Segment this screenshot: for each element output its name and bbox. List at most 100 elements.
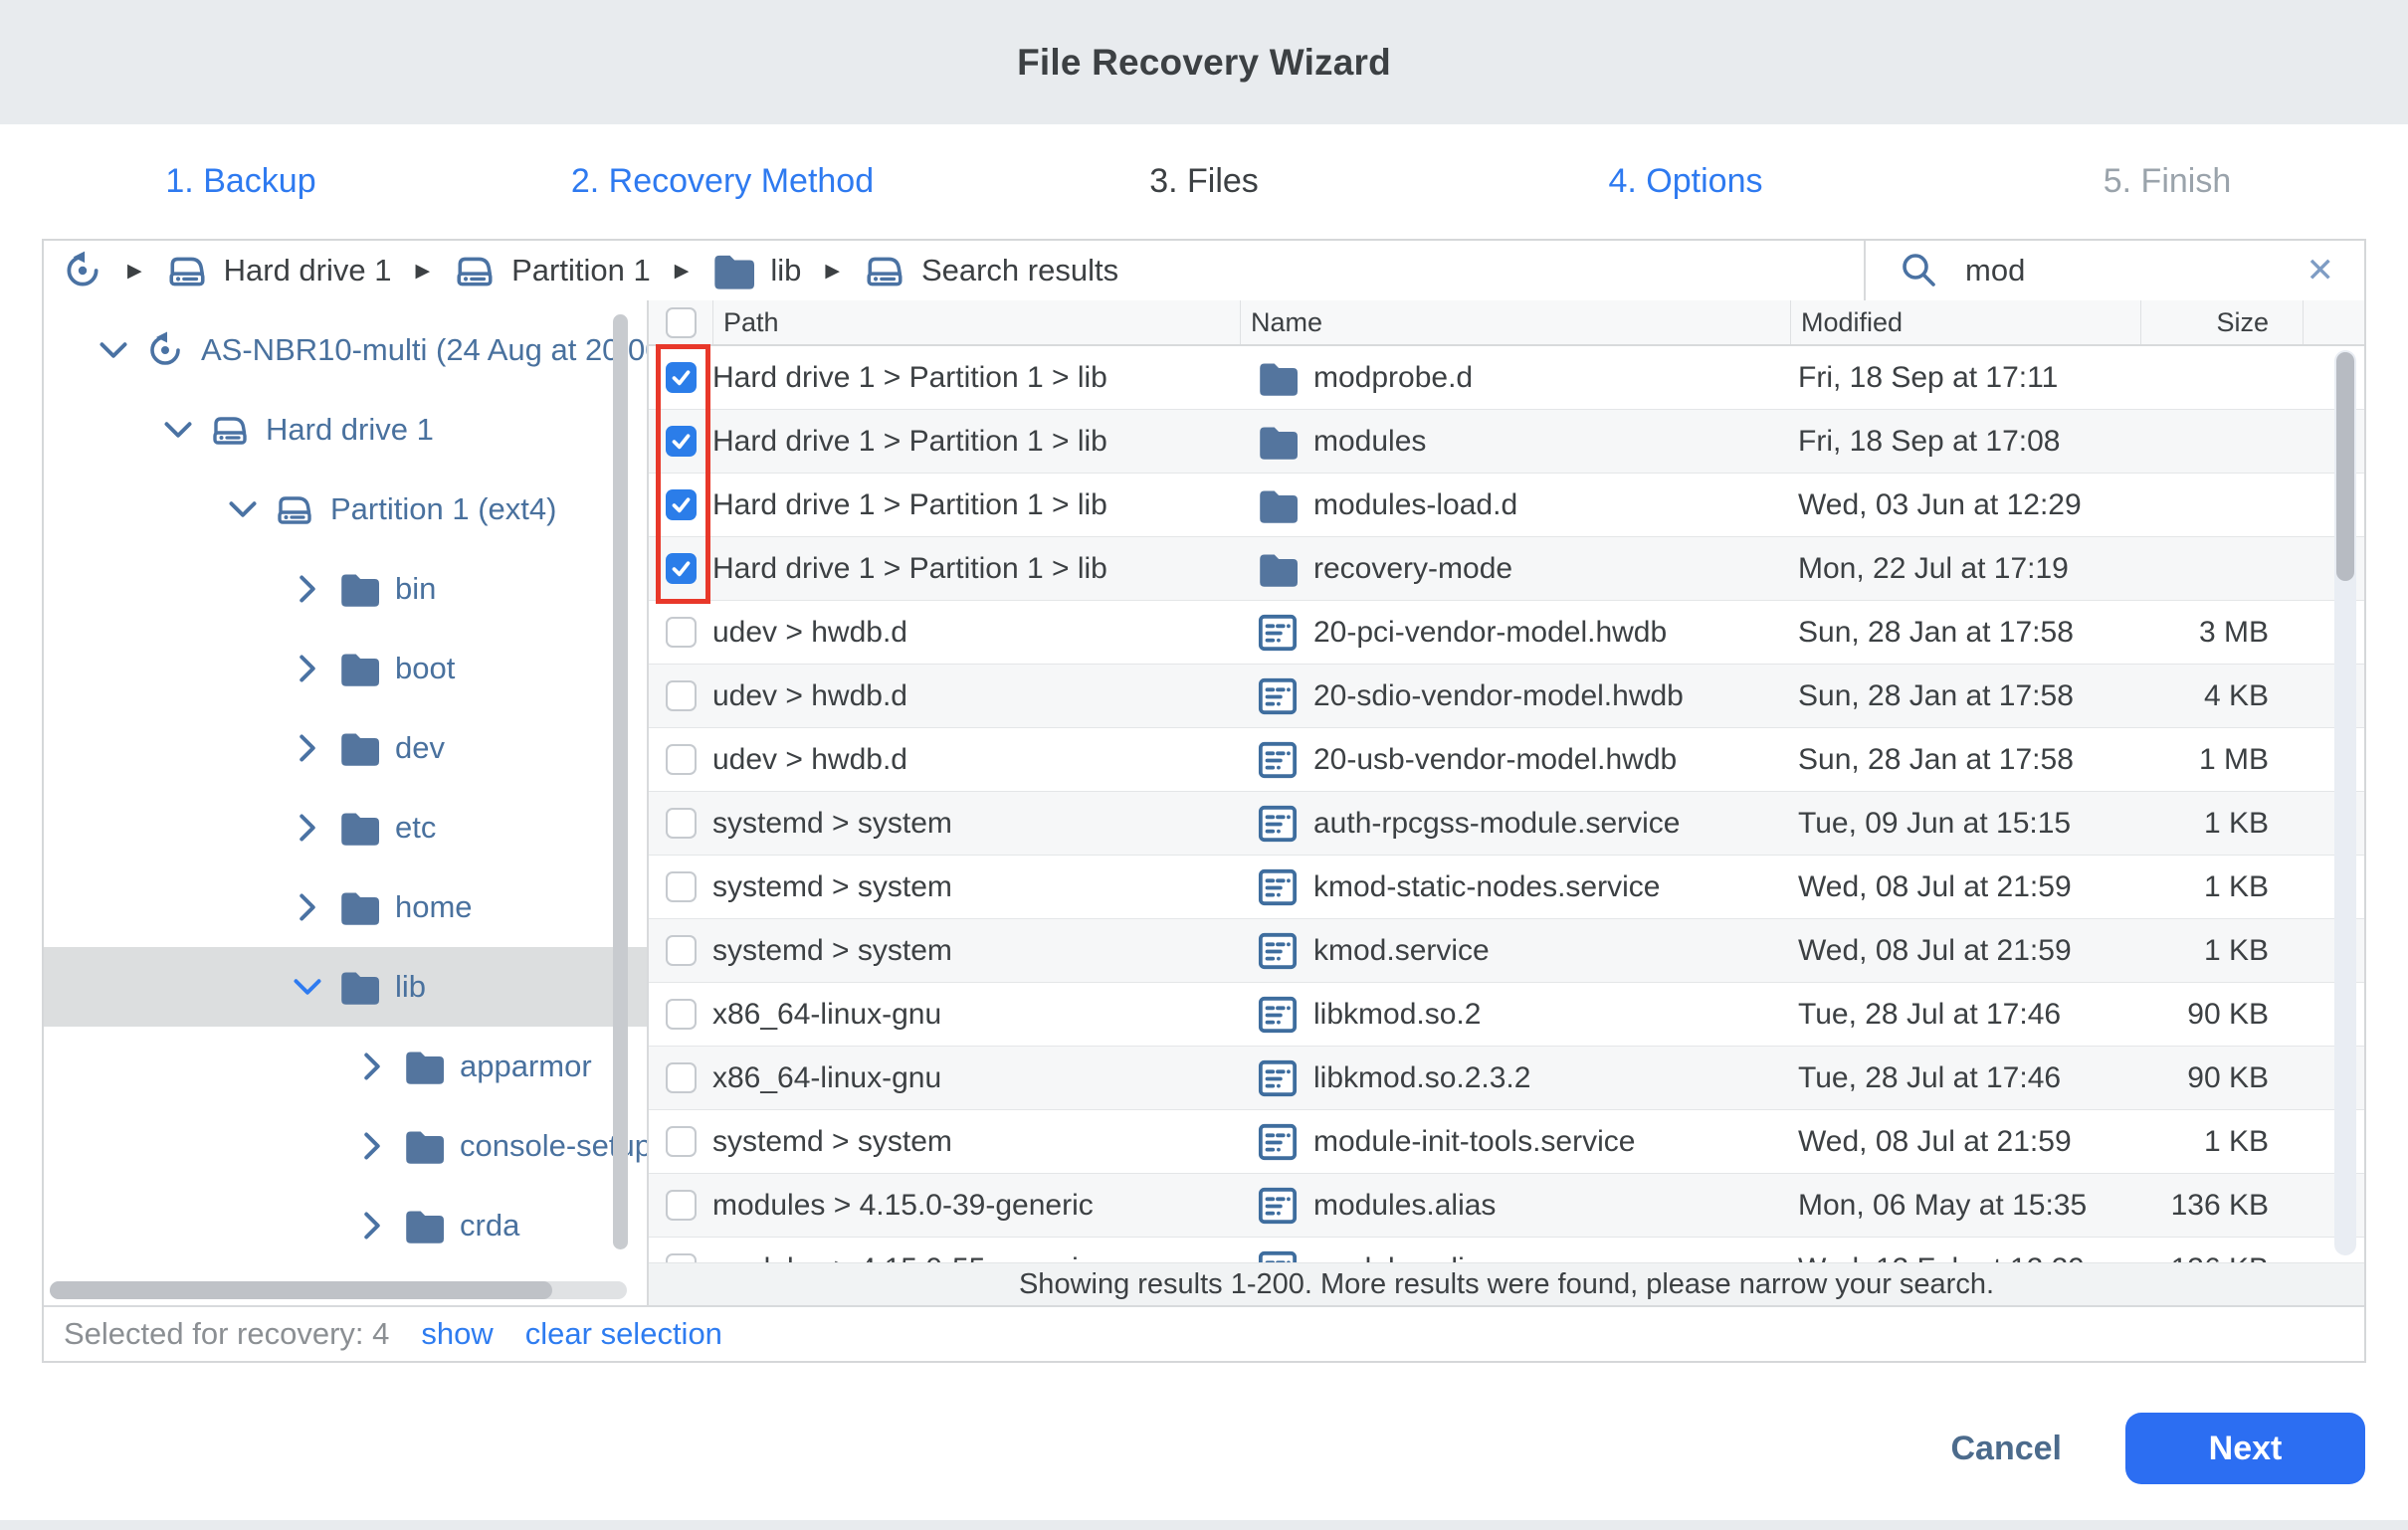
row-checkbox-checked[interactable] xyxy=(665,426,697,457)
search-input[interactable]: mod xyxy=(1965,253,2026,287)
tree-horizontal-scrollbar[interactable] xyxy=(50,1281,627,1299)
tree-item-hard-drive-1[interactable]: Hard drive 1 xyxy=(44,390,647,470)
table-vertical-scrollbar[interactable] xyxy=(2334,350,2356,1255)
chevron-right-icon[interactable] xyxy=(354,1052,390,1081)
breadcrumb-item-backup[interactable] xyxy=(62,250,103,291)
row-name: modules.alias xyxy=(1313,1252,1496,1264)
row-name: 20-usb-vendor-model.hwdb xyxy=(1313,742,1678,776)
breadcrumb-item-partition-1[interactable]: Partition 1 xyxy=(454,252,651,289)
row-checkbox-unchecked[interactable] xyxy=(665,808,697,839)
chevron-right-icon[interactable] xyxy=(354,1211,390,1241)
file-icon xyxy=(1258,740,1298,780)
row-checkbox-cell xyxy=(649,935,712,966)
table-vertical-scrollbar-thumb[interactable] xyxy=(2336,352,2354,581)
row-checkbox-cell xyxy=(649,553,712,584)
cancel-button[interactable]: Cancel xyxy=(1950,1429,2063,1467)
breadcrumb-arrow-icon: ▶ xyxy=(674,260,690,282)
tree-item-label: etc xyxy=(395,810,437,845)
breadcrumb-item-search-results[interactable]: Search results xyxy=(864,252,1118,289)
row-name-cell: 20-usb-vendor-model.hwdb xyxy=(1240,740,1790,780)
breadcrumb-item-hard-drive-1[interactable]: Hard drive 1 xyxy=(166,252,391,289)
breadcrumb-item-lib[interactable]: lib xyxy=(712,252,801,289)
chevron-down-icon[interactable] xyxy=(290,974,325,1000)
tree-item-console-setup[interactable]: console-setup xyxy=(44,1106,647,1186)
tree-item-crda[interactable]: crda xyxy=(44,1186,647,1265)
chevron-right-icon[interactable] xyxy=(290,892,325,922)
chevron-right-icon[interactable] xyxy=(290,733,325,763)
row-name-cell: libkmod.so.2 xyxy=(1240,995,1790,1035)
row-checkbox-unchecked[interactable] xyxy=(665,617,697,648)
wizard-step-3[interactable]: 3. Files xyxy=(1149,162,1259,200)
column-header-path[interactable]: Path xyxy=(712,300,1240,344)
column-header-size[interactable]: Size xyxy=(2140,300,2303,344)
chevron-down-icon[interactable] xyxy=(160,417,196,443)
show-selection-link[interactable]: show xyxy=(421,1316,494,1351)
column-header-name[interactable]: Name xyxy=(1240,300,1790,344)
row-size: 1 KB xyxy=(2203,869,2269,903)
file-icon xyxy=(1258,995,1298,1035)
row-checkbox-checked[interactable] xyxy=(665,553,697,584)
chevron-right-icon[interactable] xyxy=(354,1131,390,1161)
chevron-down-icon[interactable] xyxy=(96,337,131,363)
tree-vertical-scrollbar[interactable] xyxy=(613,314,628,1249)
tree-item-apparmor[interactable]: apparmor xyxy=(44,1027,647,1106)
tree-horizontal-scrollbar-thumb[interactable] xyxy=(50,1281,552,1299)
tree-item-home[interactable]: home xyxy=(44,867,647,947)
row-checkbox-unchecked[interactable] xyxy=(665,1190,697,1221)
column-header-modified[interactable]: Modified xyxy=(1790,300,2140,344)
row-path: Hard drive 1 > Partition 1 > lib xyxy=(712,360,1107,394)
tree-item-boot[interactable]: boot xyxy=(44,629,647,708)
row-path: systemd > system xyxy=(712,806,952,840)
tree-item-lib[interactable]: lib xyxy=(44,947,647,1027)
folder-icon xyxy=(404,1049,444,1084)
row-checkbox-unchecked[interactable] xyxy=(665,744,697,775)
row-checkbox-unchecked[interactable] xyxy=(665,680,697,711)
row-checkbox-unchecked[interactable] xyxy=(665,1126,697,1157)
next-button[interactable]: Next xyxy=(2125,1413,2365,1484)
chevron-right-icon[interactable] xyxy=(290,813,325,843)
row-modified: Fri, 18 Sep at 17:11 xyxy=(1798,360,2059,394)
wizard-step-4[interactable]: 4. Options xyxy=(1608,162,1763,200)
row-modified: Wed, 03 Jun at 12:29 xyxy=(1798,487,2082,521)
row-checkbox-unchecked[interactable] xyxy=(665,999,697,1030)
select-all-header-cell[interactable] xyxy=(649,300,712,344)
row-checkbox-checked[interactable] xyxy=(665,489,697,520)
row-checkbox-unchecked[interactable] xyxy=(665,871,697,902)
tree-item-label: Hard drive 1 xyxy=(266,412,434,447)
tree-item-label: AS-NBR10-multi (24 Aug at 20:00) xyxy=(201,332,647,367)
row-checkbox-checked[interactable] xyxy=(665,362,697,393)
tree-item-bin[interactable]: bin xyxy=(44,549,647,629)
chevron-right-icon[interactable] xyxy=(290,574,325,604)
clear-search-icon[interactable]: ✕ xyxy=(2306,252,2335,289)
wizard-step-1[interactable]: 1. Backup xyxy=(165,162,316,200)
file-icon xyxy=(1258,804,1298,844)
row-checkbox-unchecked[interactable] xyxy=(665,1062,697,1093)
tree-item-etc[interactable]: etc xyxy=(44,788,647,867)
select-all-checkbox[interactable] xyxy=(665,306,697,338)
table-row[interactable]: modules > 4.15.0-55-genericmodules.alias… xyxy=(649,1238,2364,1263)
chevron-down-icon[interactable] xyxy=(225,496,261,522)
clear-selection-link[interactable]: clear selection xyxy=(524,1316,722,1351)
chevron-right-icon[interactable] xyxy=(290,654,325,683)
tree-item-as-nbr10-multi-24-aug-at-20-00[interactable]: AS-NBR10-multi (24 Aug at 20:00) xyxy=(44,310,647,390)
tree-item-dev[interactable]: dev xyxy=(44,708,647,788)
wizard-step-2[interactable]: 2. Recovery Method xyxy=(570,162,875,200)
search-box[interactable]: mod ✕ xyxy=(1864,241,2364,300)
row-checkbox-unchecked[interactable] xyxy=(665,935,697,966)
tree-item-partition-1-ext4[interactable]: Partition 1 (ext4) xyxy=(44,470,647,549)
row-checkbox-unchecked[interactable] xyxy=(665,1253,697,1263)
